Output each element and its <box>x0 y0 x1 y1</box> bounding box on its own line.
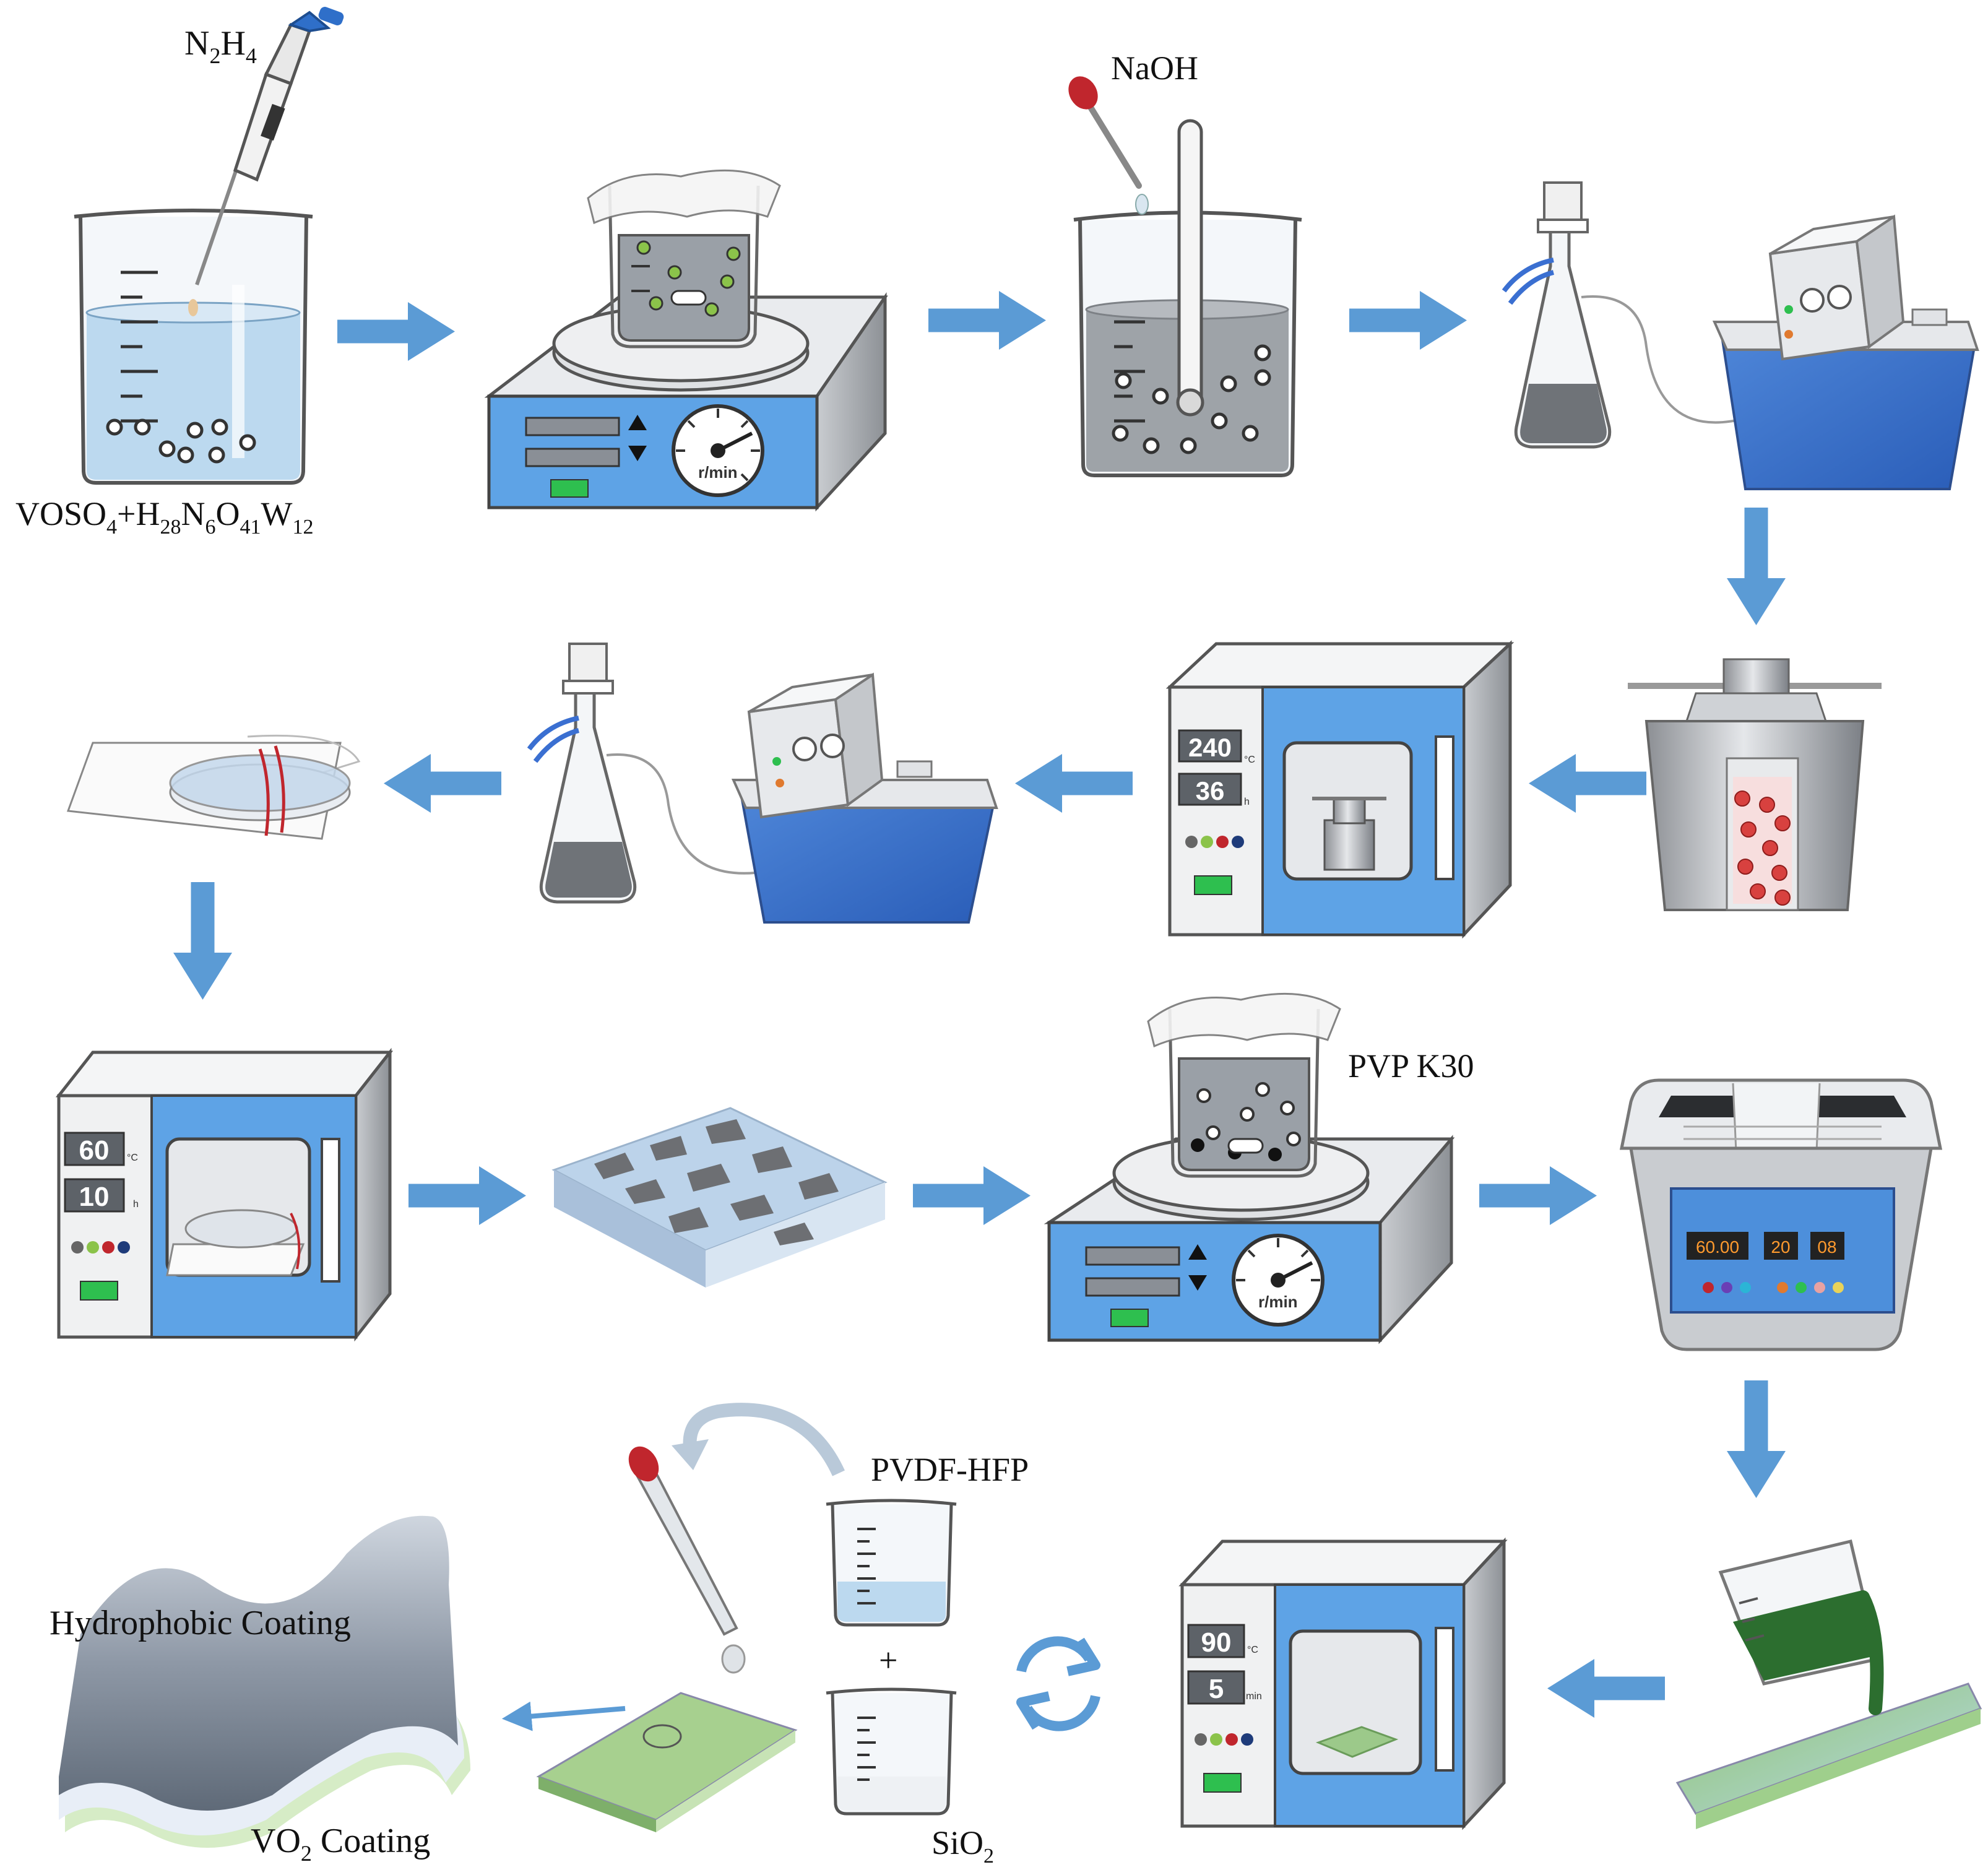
oven-2: 60 °C 10 h <box>55 1047 394 1342</box>
oven-3: 90 °C 5 min <box>1178 1537 1508 1830</box>
arrow-right-3 <box>1349 291 1467 350</box>
curved-arrow <box>683 1403 845 1476</box>
hydrothermal-autoclave <box>1628 658 1882 911</box>
vacuum-filtration-1 <box>1502 181 1846 449</box>
oven-1: 240 °C 36 h <box>1165 640 1515 939</box>
label-vo2-coating: VO2 Coating <box>251 1822 430 1866</box>
dropper-coating <box>628 1446 746 1674</box>
micropipette <box>195 7 344 285</box>
arrow-left-1 <box>1529 754 1646 813</box>
label-hydrazine: N2H4 <box>184 24 257 68</box>
label-pvp: PVP K30 <box>1348 1047 1474 1085</box>
oven-1-time: 36 <box>1196 776 1225 805</box>
label-sio2: SiO2 <box>931 1824 994 1868</box>
hydrophobic-coating-sheet <box>59 1515 470 1848</box>
repeat-cycle-icon <box>1016 1636 1100 1731</box>
arrow-down-1 <box>1727 508 1786 625</box>
arrow-down-3 <box>1727 1380 1786 1498</box>
arrow-left-2 <box>1015 754 1133 813</box>
beaker-sio2 <box>826 1687 957 1816</box>
oven-2-time: 10 <box>79 1182 110 1212</box>
label-naoh: NaOH <box>1111 50 1198 87</box>
oven-3-temp-unit: °C <box>1247 1645 1258 1655</box>
label-precursor: VOSO4+H28N6O41W12 <box>15 495 313 539</box>
vacuum-pump-1 <box>1712 214 1979 490</box>
flow-arrows <box>173 291 1786 1731</box>
arrow-down-2 <box>173 882 232 1000</box>
label-plus: + <box>879 1642 897 1679</box>
magnetic-stirrer-2: r/min <box>1044 992 1455 1345</box>
oven-2-time-unit: h <box>133 1199 139 1210</box>
vacuum-filtration-2 <box>527 643 874 904</box>
arrow-right-5 <box>913 1166 1031 1225</box>
magnetic-stirrer-1: r/min <box>484 169 888 512</box>
ultrasonic-cleaner: 60.00 20 08 <box>1619 1078 1943 1351</box>
arrow-thin-left <box>501 1701 626 1731</box>
stirrer-2-speed-label: r/min <box>1258 1293 1298 1311</box>
ultrasonic-display-1: 60.00 <box>1696 1237 1739 1257</box>
beaker-naoh <box>1073 119 1302 477</box>
oven-3-time-unit: min <box>1246 1691 1262 1702</box>
arrow-right-2 <box>928 291 1046 350</box>
label-hydrophobic: Hydrophobic Coating <box>50 1604 351 1642</box>
beaker-pvdf <box>826 1499 957 1627</box>
arrow-left-3 <box>384 754 501 813</box>
stirrer-1-speed-label: r/min <box>698 463 738 482</box>
oven-1-time-unit: h <box>1244 797 1250 807</box>
arrow-right-6 <box>1479 1166 1597 1225</box>
arrow-right-4 <box>408 1166 526 1225</box>
arrow-left-4 <box>1547 1659 1665 1718</box>
vacuum-pump-2 <box>731 672 998 924</box>
label-pvdf: PVDF-HFP <box>871 1451 1029 1488</box>
petri-dish-film <box>66 734 361 840</box>
oven-3-time: 5 <box>1209 1674 1224 1704</box>
oven-1-temp-unit: °C <box>1244 755 1255 765</box>
ultrasonic-display-3: 08 <box>1817 1237 1836 1257</box>
green-film-sample <box>536 1692 798 1832</box>
pouring-coating <box>1675 1539 1982 1829</box>
vo2-powder-tile <box>551 1107 888 1288</box>
oven-3-temp: 90 <box>1201 1627 1232 1658</box>
dropper-naoh <box>1068 76 1149 215</box>
oven-2-temp: 60 <box>79 1135 110 1166</box>
curved-arrow-head <box>672 1439 709 1470</box>
oven-2-temp-unit: °C <box>127 1153 138 1163</box>
beaker-precursor <box>74 209 313 485</box>
ultrasonic-display-2: 20 <box>1771 1237 1790 1257</box>
oven-1-temp: 240 <box>1188 733 1232 762</box>
arrow-right-1 <box>337 302 455 361</box>
